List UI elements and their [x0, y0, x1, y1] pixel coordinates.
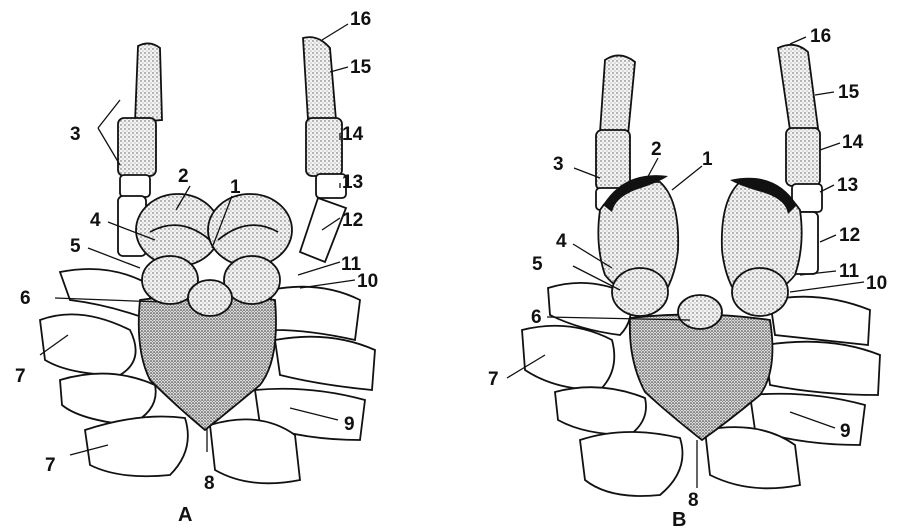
callout-a-7-upper: 7 — [15, 366, 26, 387]
panel-b-labium — [678, 295, 722, 329]
callout-b-6: 6 — [531, 307, 542, 328]
panel-b-maxilla — [612, 268, 668, 316]
callout-a-9: 9 — [344, 414, 355, 435]
callout-a-13: 13 — [342, 172, 363, 193]
callout-a-4: 4 — [90, 210, 101, 231]
callout-b-14: 14 — [842, 132, 864, 153]
callout-b-10: 10 — [866, 273, 887, 294]
panel-b-illustration — [522, 45, 880, 496]
callout-b-12: 12 — [839, 225, 860, 246]
panel-a-leg-coxa — [270, 287, 360, 340]
callout-a-11: 11 — [341, 254, 362, 275]
callout-a-7-lower: 7 — [45, 455, 56, 476]
callout-a-15: 15 — [350, 57, 372, 78]
callout-a-1: 1 — [230, 177, 241, 198]
panel-b-leg-coxa — [765, 342, 880, 395]
panel-b-maxilla — [732, 268, 788, 316]
callout-a-5: 5 — [70, 236, 81, 257]
panel-a-leg-coxa — [210, 419, 300, 483]
callout-b-15: 15 — [838, 82, 860, 103]
panel-a-label: A — [178, 504, 192, 526]
callout-b-1: 1 — [702, 149, 713, 170]
panel-a-labium — [188, 280, 232, 316]
callout-a-14: 14 — [342, 124, 364, 145]
callout-b-3: 3 — [553, 154, 564, 175]
panel-a-leg-coxa — [60, 269, 150, 320]
callout-a-2: 2 — [178, 166, 189, 187]
callout-b-9: 9 — [840, 421, 851, 442]
callout-a-8: 8 — [204, 473, 215, 494]
panel-a-leg-coxa — [275, 337, 375, 390]
callout-b-11: 11 — [839, 261, 860, 282]
callout-a-3: 3 — [70, 124, 81, 145]
panel-b-leg-coxa — [522, 326, 614, 390]
panel-b-leg-coxa — [555, 387, 646, 435]
callout-b-13: 13 — [837, 175, 858, 196]
callout-a-16: 16 — [350, 9, 371, 30]
panel-b-sternum — [630, 314, 773, 440]
callout-a-6: 6 — [20, 288, 31, 309]
panel-a-right-pedipalp — [300, 37, 346, 262]
callout-b-4: 4 — [556, 231, 567, 252]
panel-b-label: B — [672, 509, 686, 529]
callout-b-5: 5 — [532, 254, 543, 275]
callout-b-16: 16 — [810, 26, 831, 47]
callout-a-12: 12 — [342, 210, 363, 231]
callout-b-7: 7 — [488, 369, 499, 390]
callout-b-8: 8 — [688, 490, 699, 511]
callout-b-2: 2 — [651, 139, 662, 160]
panel-b-leg-coxa — [580, 432, 683, 496]
panel-b-callouts: 1 2 3 4 5 6 7 8 9 10 11 12 13 14 15 16 B — [488, 26, 887, 529]
